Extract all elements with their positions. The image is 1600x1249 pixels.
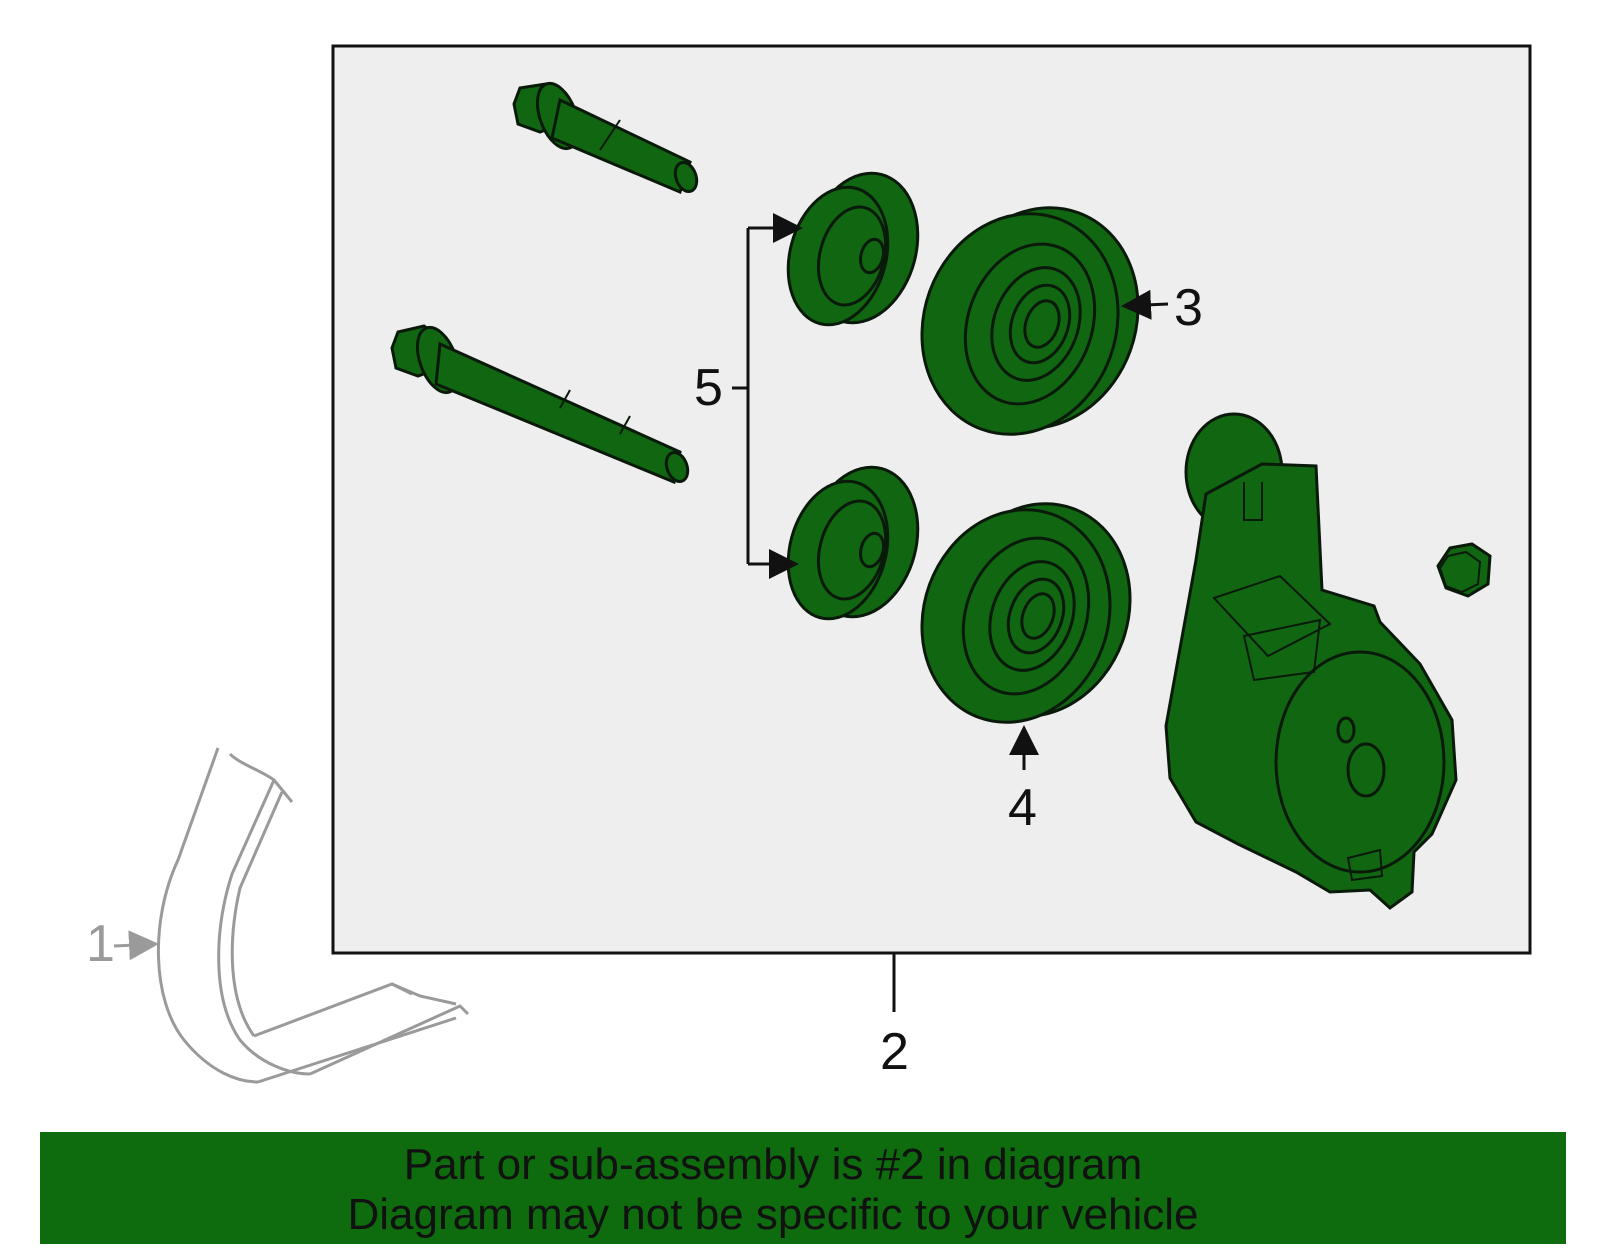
callout-3-leader: [1121, 289, 1169, 320]
callout-label-1: 1: [86, 915, 115, 973]
long-bolt-icon: [390, 324, 690, 485]
upper-dust-shield-icon: [786, 171, 920, 327]
banner-line-2: Diagram may not be specific to your vehi…: [347, 1190, 1199, 1239]
info-banner: Part or sub-assembly is #2 in diagram Di…: [40, 1132, 1566, 1244]
hex-nut-icon: [1436, 542, 1492, 598]
belt-tensioner-icon: [1164, 412, 1458, 910]
callout-label-5: 5: [694, 359, 723, 417]
serpentine-belt-icon: [113, 747, 470, 1084]
callout-label-4: 4: [1008, 779, 1037, 837]
upper-idler-pulley-icon: [920, 206, 1140, 436]
callout-label-3: 3: [1174, 279, 1203, 337]
lower-idler-pulley-icon: [920, 502, 1132, 724]
callout-label-2: 2: [880, 1023, 909, 1081]
callout-5-bracket: [732, 213, 803, 579]
lower-dust-shield-icon: [786, 465, 920, 621]
short-bolt-icon: [512, 81, 699, 195]
banner-line-1: Part or sub-assembly is #2 in diagram: [403, 1140, 1143, 1189]
